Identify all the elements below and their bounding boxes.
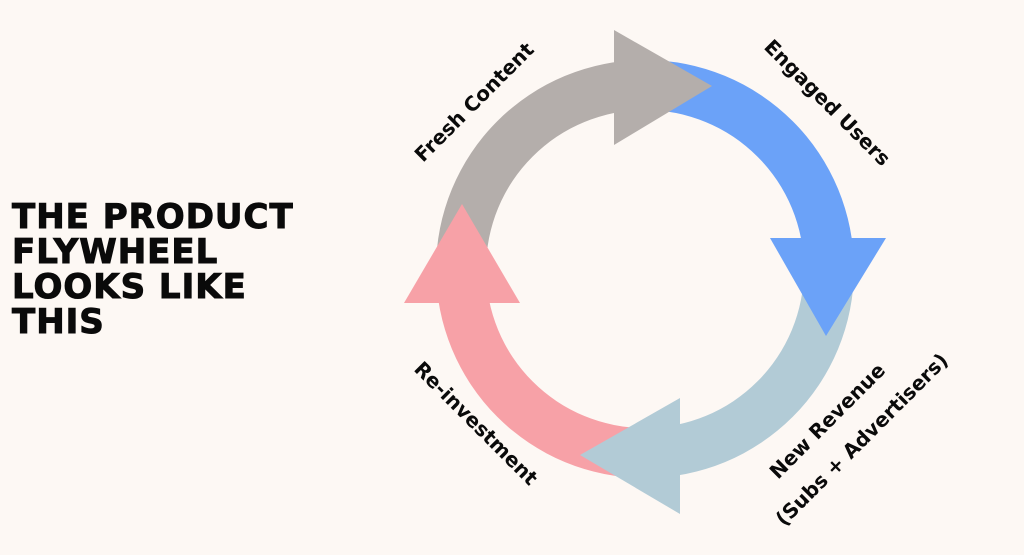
new-revenue-arc bbox=[645, 269, 854, 478]
re-investment-arc bbox=[436, 269, 645, 478]
fresh-content-arc bbox=[436, 60, 645, 269]
title-line-3: LOOKS LIKE bbox=[12, 267, 247, 307]
arrow-right-icon bbox=[614, 30, 712, 145]
arrow-down-icon bbox=[770, 238, 886, 336]
title-line-2: FLYWHEEL bbox=[12, 232, 219, 272]
arrow-up-icon bbox=[404, 204, 520, 303]
title-line-1: THE PRODUCT bbox=[12, 197, 294, 237]
engaged-users-arc bbox=[645, 60, 854, 269]
page-title: THE PRODUCT FLYWHEEL LOOKS LIKE THIS bbox=[12, 197, 312, 342]
title-line-4: THIS bbox=[12, 302, 105, 342]
arrow-left-icon bbox=[580, 398, 680, 514]
